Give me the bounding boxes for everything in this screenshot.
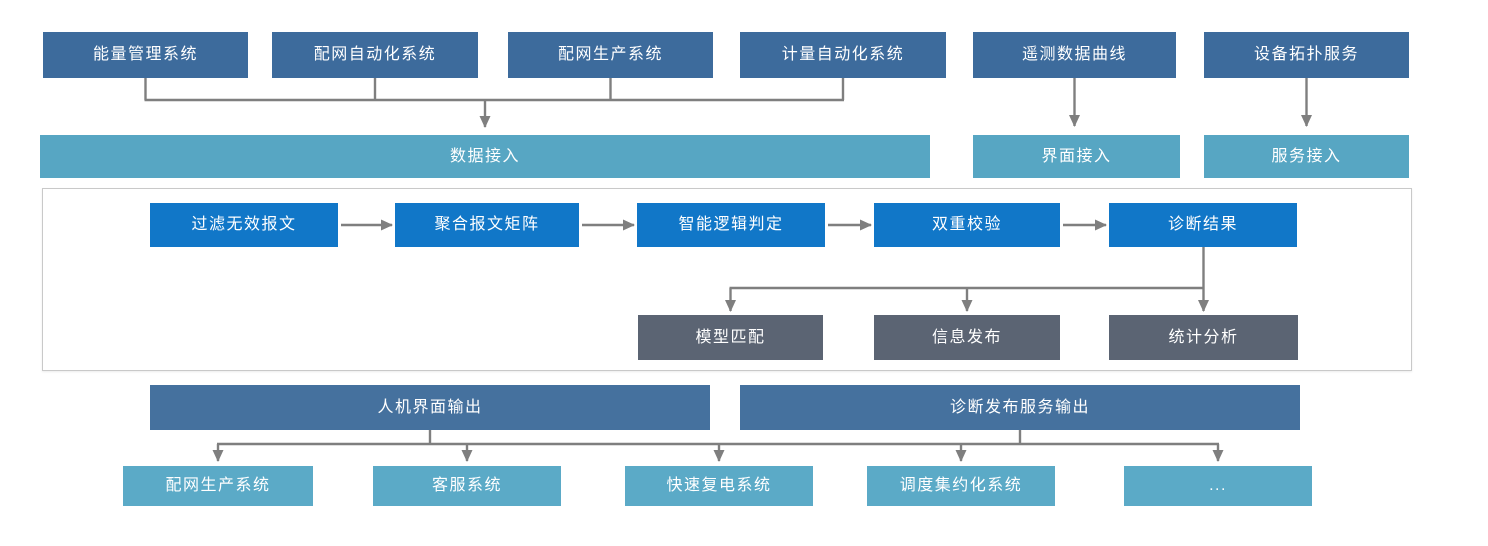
- node-diagnosis-result: 诊断结果: [1109, 203, 1297, 247]
- node-distribution-production-system: 配网生产系统: [508, 32, 713, 78]
- node-service-access: 服务接入: [1204, 135, 1409, 178]
- node-filter-invalid-messages: 过滤无效报文: [150, 203, 338, 247]
- node-target-customer-service-system: 客服系统: [373, 466, 561, 506]
- node-target-distribution-production-system: 配网生产系统: [123, 466, 313, 506]
- node-distribution-automation-system: 配网自动化系统: [272, 32, 478, 78]
- node-hmi-output: 人机界面输出: [150, 385, 710, 430]
- node-metering-automation-system: 计量自动化系统: [740, 32, 946, 78]
- node-target-rapid-power-restoration-system: 快速复电系统: [625, 466, 813, 506]
- node-aggregate-message-matrix: 聚合报文矩阵: [395, 203, 579, 247]
- node-model-matching: 模型匹配: [638, 315, 823, 360]
- node-energy-management-system: 能量管理系统: [43, 32, 248, 78]
- node-telemetry-data-curve: 遥测数据曲线: [973, 32, 1176, 78]
- node-data-access: 数据接入: [40, 135, 930, 178]
- node-target-more-systems: ...: [1124, 466, 1312, 506]
- node-statistical-analysis: 统计分析: [1109, 315, 1298, 360]
- node-diagnosis-publish-service-output: 诊断发布服务输出: [740, 385, 1300, 430]
- node-double-verification: 双重校验: [874, 203, 1060, 247]
- node-device-topology-service: 设备拓扑服务: [1204, 32, 1409, 78]
- output-bus-line: [217, 430, 1219, 446]
- node-ui-access: 界面接入: [973, 135, 1180, 178]
- node-intelligent-logic-judgment: 智能逻辑判定: [637, 203, 825, 247]
- source-bus-line: [144, 78, 845, 102]
- node-info-publishing: 信息发布: [874, 315, 1060, 360]
- node-target-dispatch-centralization-system: 调度集约化系统: [867, 466, 1055, 506]
